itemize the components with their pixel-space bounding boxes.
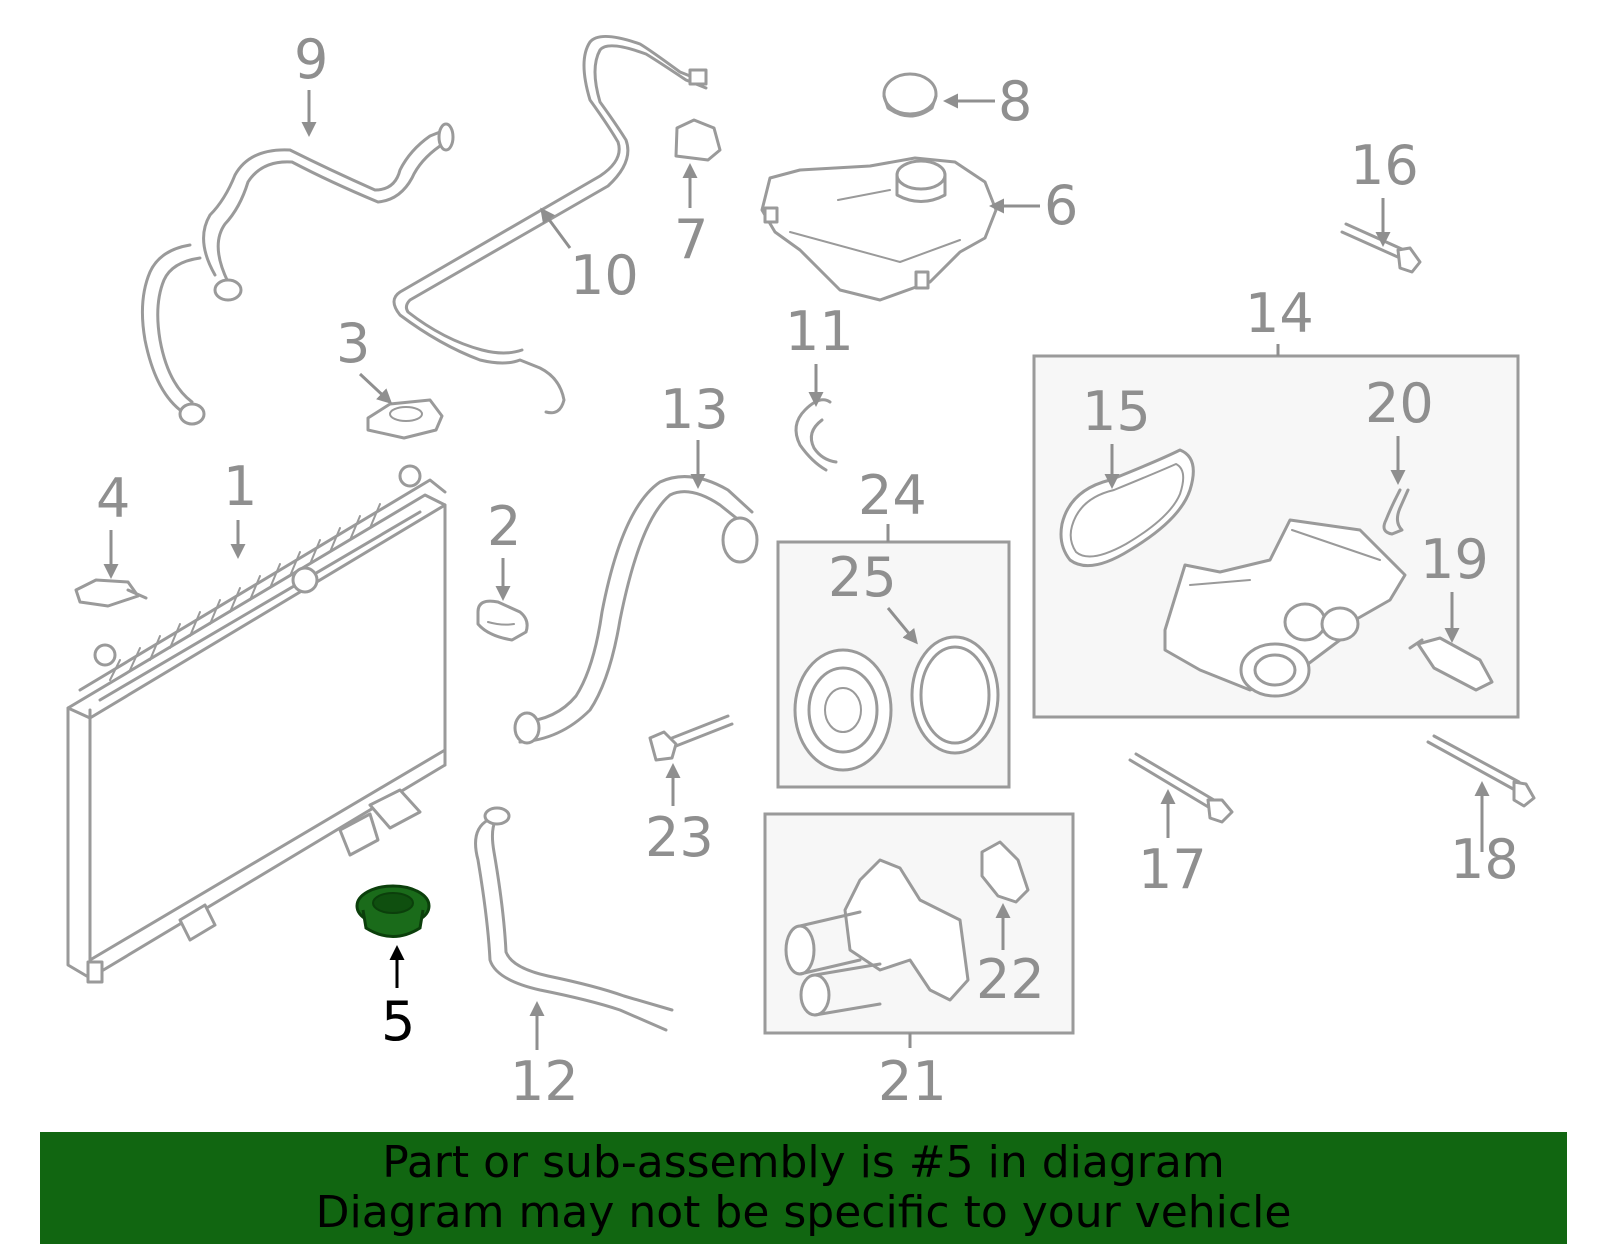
part-11-hose	[794, 398, 838, 472]
part-4-sensor	[74, 578, 148, 608]
banner-line-1: Part or sub-assembly is #5 in diagram	[382, 1137, 1225, 1188]
callout-9: 9	[294, 28, 328, 91]
callout-14: 14	[1245, 282, 1314, 345]
callout-5: 5	[381, 990, 415, 1053]
callout-6: 6	[1044, 174, 1078, 237]
callout-15: 15	[1082, 380, 1151, 443]
leader-lines	[103, 90, 1490, 1050]
part-19-sensor	[1408, 636, 1494, 692]
callout-11: 11	[785, 300, 854, 363]
callout-7: 7	[674, 208, 708, 271]
callout-13: 13	[660, 378, 729, 441]
callout-2: 2	[487, 495, 521, 558]
callout-3: 3	[336, 312, 370, 375]
callout-18: 18	[1450, 828, 1519, 891]
callout-10: 10	[570, 244, 639, 307]
part-16-bolt	[1340, 222, 1422, 274]
part-22-gasket	[980, 840, 1030, 904]
part-13-hose	[513, 475, 759, 745]
info-banner: Part or sub-assembly is #5 in diagram Di…	[40, 1132, 1567, 1244]
part-17-bolt	[1128, 752, 1234, 824]
part-6-expansion-tank	[760, 156, 998, 302]
callout-19: 19	[1420, 528, 1489, 591]
callout-1: 1	[223, 455, 257, 518]
callout-8: 8	[998, 70, 1032, 133]
callout-16: 16	[1350, 134, 1419, 197]
callout-25: 25	[828, 546, 897, 609]
callout-20: 20	[1365, 372, 1434, 435]
callout-4: 4	[96, 467, 130, 530]
callout-17: 17	[1138, 838, 1207, 901]
part-24-thermostat	[793, 648, 893, 772]
part-7-clip	[674, 118, 722, 162]
part-23-bolt	[648, 714, 734, 762]
part-8-cap	[882, 72, 938, 118]
part-20-clip	[1382, 488, 1410, 536]
callout-12: 12	[510, 1050, 579, 1113]
part-18-bolt	[1426, 734, 1536, 808]
part-1-radiator	[66, 464, 447, 984]
callout-24: 24	[858, 464, 927, 527]
part-2-clip	[476, 599, 529, 642]
part-5-drain-plug	[355, 884, 431, 938]
banner-line-2: Diagram may not be specific to your vehi…	[315, 1187, 1292, 1238]
part-12-hose	[474, 806, 674, 1032]
part-3-bracket	[366, 398, 444, 440]
part-9-hose	[140, 122, 455, 426]
callout-labels: 1 2 3 4 5 6 7 8 9 10 11 12 13 14 15 16 1…	[96, 28, 1519, 1113]
part-10-pipe	[392, 35, 708, 415]
callout-21: 21	[878, 1050, 947, 1113]
part-25-o-ring	[910, 635, 1000, 755]
callout-22: 22	[976, 948, 1045, 1011]
part-14-thermostat-housing	[1163, 518, 1407, 698]
callout-23: 23	[645, 806, 714, 869]
part-21-water-outlet	[784, 858, 970, 1017]
